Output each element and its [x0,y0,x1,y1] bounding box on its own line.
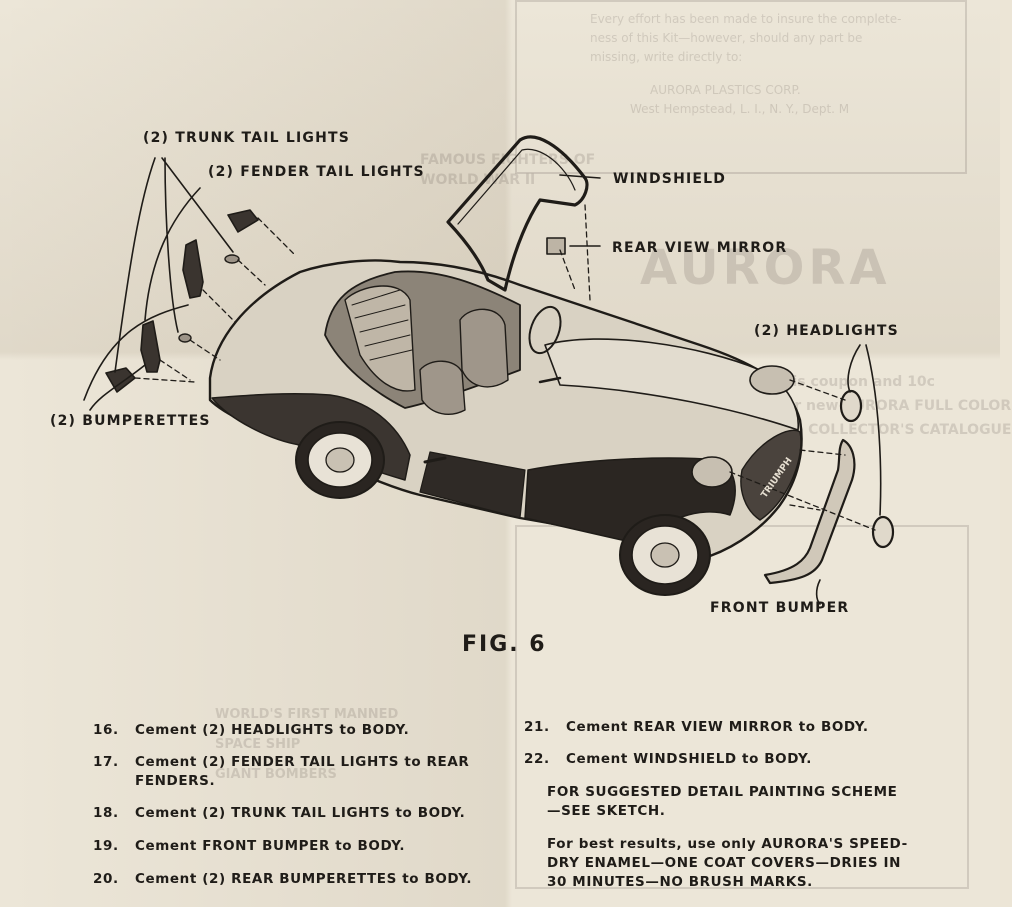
bleed-through-text: Every effort has been made to insure the… [590,12,902,116]
trunk-tail-light-part [182,239,204,299]
step-text: Cement (2) REAR BUMPERETTES to BODY. [135,871,473,887]
headlight-part-upper [839,389,863,423]
painting-note: FOR SUGGESTED DETAIL PAINTING SCHEME —SE… [547,784,898,819]
small-lens-part-2 [178,333,192,343]
step-number: 18. [93,805,119,821]
step-text: Cement (2) FENDER TAIL LIGHTS to REAR [135,754,470,770]
step-21: 21. Cement REAR VIEW MIRROR to BODY. [524,719,869,735]
seat-rear [419,360,466,416]
callout-front-bumper: FRONT BUMPER [710,600,850,616]
step-number: 16. [93,722,119,738]
front-fender-dark [524,457,736,546]
front-wheel [619,514,711,596]
bleed-through-box-top [515,0,967,174]
bleed-through-heading: FAMOUS FIGHTERS OF WORLD WAR II [420,152,596,188]
step-16: 16. Cement (2) HEADLIGHTS to BODY. [93,722,409,738]
step-text: FENDERS. [135,773,216,789]
step-number: 19. [93,838,119,854]
rear-wheel [295,421,385,499]
callout-bumperettes: (2) BUMPERETTES [50,413,211,429]
step-number: 22. [524,751,550,767]
callout-trunk-tail-lights: (2) TRUNK TAIL LIGHTS [143,130,351,146]
bleed-through-logo: AURORA [640,240,891,296]
step-text: Cement FRONT BUMPER to BODY. [135,838,406,854]
step-number: 20. [93,871,119,887]
headlight-pod-lower [691,456,733,488]
figure-caption: FIG. 6 [462,632,547,657]
step-20: 20. Cement (2) REAR BUMPERETTES to BODY. [93,871,472,887]
step-text: Cement (2) HEADLIGHTS to BODY. [135,722,410,738]
headlight-part-lower [871,515,895,549]
bumperette-part-upper [140,320,161,373]
headlight-pod-upper [749,365,795,395]
front-bumper-part [763,438,856,585]
small-lens-part [224,254,240,264]
step-17-continued: FENDERS. [135,773,215,789]
seat-back [344,285,416,392]
callout-fender-tail-lights: (2) FENDER TAIL LIGHTS [208,164,425,180]
step-19: 19. Cement FRONT BUMPER to BODY. [93,838,405,854]
fender-tail-light-part-bottom [105,367,136,393]
seat-front [459,308,509,388]
callout-windshield: WINDSHIELD [613,171,727,187]
fender-tail-light-part-top [227,209,259,233]
callout-headlights: (2) HEADLIGHTS [754,323,899,339]
step-text: Cement REAR VIEW MIRROR to BODY. [566,719,869,735]
step-22: 22. Cement WINDSHIELD to BODY. [524,751,812,767]
step-text: Cement WINDSHIELD to BODY. [566,751,812,767]
step-17: 17. Cement (2) FENDER TAIL LIGHTS to REAR [93,754,469,770]
step-number: 17. [93,754,119,770]
hood [544,338,800,431]
door-dark [419,451,526,519]
rear-view-mirror-part [546,237,566,255]
steering-wheel [528,305,562,355]
callout-rear-view-mirror: REAR VIEW MIRROR [612,240,788,256]
enamel-note: For best results, use only AURORA'S SPEE… [547,836,908,890]
step-text: Cement (2) TRUNK TAIL LIGHTS to BODY. [135,805,466,821]
windshield-part [446,135,589,292]
grille [740,429,802,521]
step-18: 18. Cement (2) TRUNK TAIL LIGHTS to BODY. [93,805,465,821]
bleed-through-heading-bottom: WORLD'S FIRST MANNED SPACE SHIP GIANT BO… [215,707,399,782]
step-number: 21. [524,719,550,735]
